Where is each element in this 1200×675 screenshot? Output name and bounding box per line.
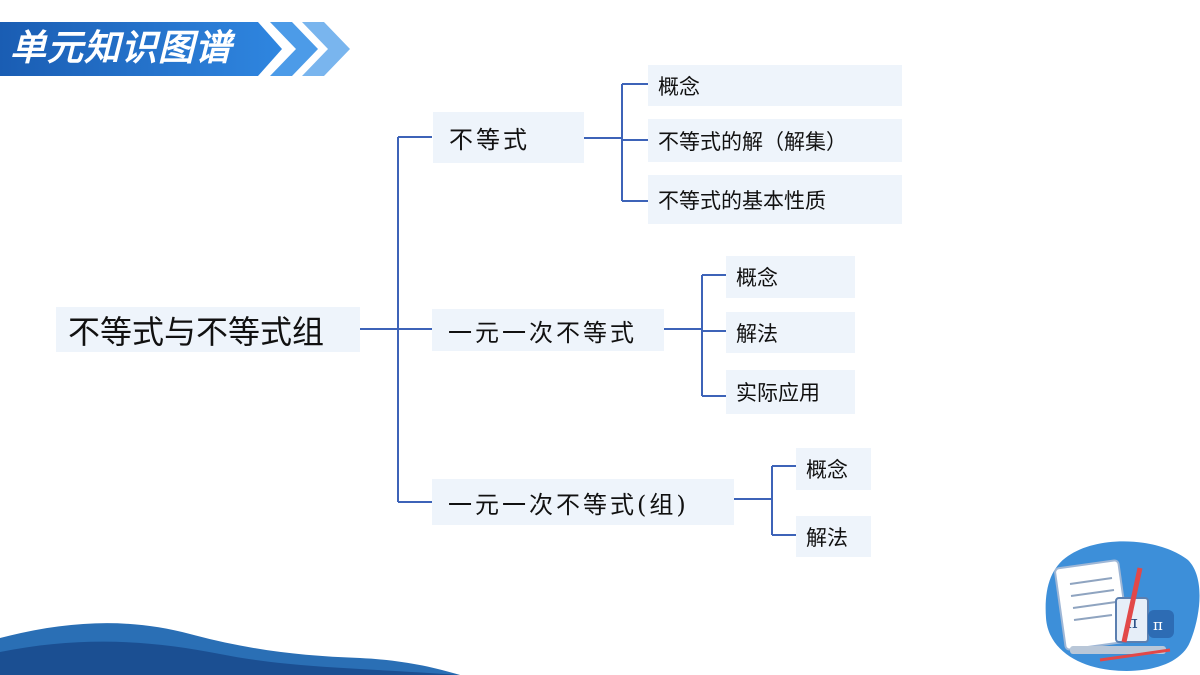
leaf-application: 实际应用 bbox=[726, 370, 855, 414]
page-title: 单元知识图谱 bbox=[10, 28, 233, 69]
leaf-method: 解法 bbox=[726, 312, 855, 353]
leaf-concept: 概念 bbox=[648, 65, 902, 106]
leaf-basic-properties: 不等式的基本性质 bbox=[648, 175, 902, 224]
chevron-icon bbox=[302, 22, 350, 76]
mindmap-root: 不等式与不等式组 bbox=[56, 307, 360, 352]
chevron-icon bbox=[270, 22, 318, 76]
branch-inequality: 不等式 bbox=[433, 112, 584, 163]
math-study-illustration-icon: π π bbox=[1045, 541, 1200, 671]
svg-text:π: π bbox=[1153, 616, 1163, 634]
branch-linear-inequality-system: 一元一次不等式(组) bbox=[432, 479, 734, 525]
leaf-solution-set: 不等式的解（解集） bbox=[648, 119, 902, 162]
leaf-concept: 概念 bbox=[796, 448, 871, 490]
branch-linear-inequality: 一元一次不等式 bbox=[432, 309, 664, 351]
header-banner bbox=[0, 22, 350, 76]
wave-decoration bbox=[0, 623, 460, 675]
leaf-method: 解法 bbox=[796, 516, 871, 557]
leaf-concept: 概念 bbox=[726, 256, 855, 298]
